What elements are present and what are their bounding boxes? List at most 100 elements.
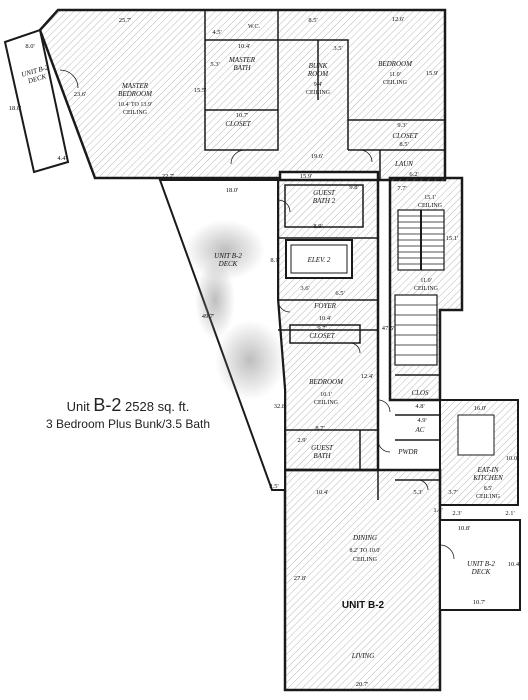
dim-deck-left-w: 8.0' bbox=[25, 43, 34, 50]
unit-prefix: Unit bbox=[66, 399, 90, 414]
dim-ext-22: 22.7' bbox=[162, 173, 175, 180]
laun-label: LAUN bbox=[394, 160, 413, 168]
kitchen-name1: EAT-IN bbox=[477, 466, 499, 474]
deck-left-area bbox=[3, 28, 70, 174]
deck-right-line1: UNIT B-2 bbox=[467, 560, 495, 568]
bedroom-mid-name: BEDROOM bbox=[309, 378, 344, 386]
dim-mid-h: 47.5' bbox=[382, 325, 395, 332]
master-bedroom-name2: BEDROOM bbox=[118, 90, 153, 98]
dim-bedroom-mid-h: 12.4' bbox=[361, 373, 374, 380]
living-label: LIVING bbox=[351, 652, 375, 660]
dim-mid-w: 19.6' bbox=[311, 153, 324, 160]
kitchen-ceiling: CEILING bbox=[476, 494, 501, 500]
dim-closet-mid-w: 9.7' bbox=[317, 325, 326, 332]
bunk-room-size: 9.4' bbox=[314, 82, 323, 88]
dim-gb2-top: 9.8' bbox=[349, 184, 358, 191]
dim-deck-r-h: 10.4' bbox=[508, 561, 521, 568]
dim-mb-w: 10.4' bbox=[238, 43, 251, 50]
dim-living-w: 20.7' bbox=[356, 681, 369, 688]
dim-kitchen-w: 10.0' bbox=[506, 455, 519, 462]
bedroom-top-ceiling: CEILING bbox=[383, 80, 408, 86]
pwdr-label: PWDR bbox=[397, 448, 418, 456]
dim-deck-left-b: 4.4' bbox=[57, 155, 66, 162]
dim-dining-left: 27.8' bbox=[294, 575, 307, 582]
stair-ceiling-size: 15.1' bbox=[424, 195, 436, 201]
dim-kit-b3: 2.3' bbox=[452, 510, 461, 517]
dim-deck-r-b: 10.7' bbox=[473, 599, 486, 606]
dim-elev-h: 8.1' bbox=[270, 257, 279, 264]
deck-right-area bbox=[439, 519, 521, 611]
dim-kitchen-top: 16.0' bbox=[474, 405, 487, 412]
master-bedroom-size: 10.4' TO 13.9' bbox=[118, 102, 152, 108]
master-bath-name1: MASTER bbox=[228, 56, 256, 64]
deck-big-line2: DECK bbox=[218, 260, 238, 268]
dim-wc-w: 4.5' bbox=[212, 29, 221, 36]
dim-gb2-w: 15.9' bbox=[300, 173, 313, 180]
dim-closet-tr2: 8.5' bbox=[399, 141, 408, 148]
dim-deck-r-w: 10.8' bbox=[458, 525, 471, 532]
dim-gb-top: 2.9' bbox=[297, 437, 306, 444]
guest-bath-name2: BATH bbox=[313, 452, 331, 460]
dim-stair-h: 15.1' bbox=[446, 235, 459, 242]
unit-summary-line: Unit B-2 2528 sq. ft. bbox=[28, 395, 228, 416]
dim-stair-w: 7.7' bbox=[397, 185, 406, 192]
unit-description: 3 Bedroom Plus Bunk/3.5 Bath bbox=[45, 417, 211, 431]
closet-top-right-label: CLOSET bbox=[392, 132, 418, 140]
dim-mb-h2: 15.5' bbox=[194, 87, 207, 94]
dim-kit-b: 3.7' bbox=[448, 489, 457, 496]
unit-label: UNIT B-2 bbox=[342, 600, 385, 611]
dining-size: 8.2' TO 10.0' bbox=[350, 548, 381, 554]
unit-area: 2528 sq. ft. bbox=[125, 399, 190, 414]
stair-ceiling-label: CEILING bbox=[418, 203, 443, 209]
bedroom-top-size: 11.0' bbox=[389, 72, 400, 78]
bunk-room-ceiling: CEILING bbox=[306, 90, 331, 96]
closet-mid-label: CLOSET bbox=[309, 332, 335, 340]
dim-elev-w: 3.6' bbox=[300, 285, 309, 292]
ac-label: AC bbox=[415, 426, 425, 434]
kitchen-island bbox=[457, 414, 495, 456]
dim-pwdr-w: 5.3' bbox=[413, 489, 422, 496]
stair-lower-ceiling: CEILING bbox=[414, 286, 439, 292]
stairs bbox=[394, 209, 445, 366]
dim-master-side: 23.6' bbox=[74, 91, 87, 98]
dim-left-long: 32.8' bbox=[274, 403, 287, 410]
master-bath-name2: BATH bbox=[233, 64, 251, 72]
closet-master-label: CLOSET bbox=[225, 120, 251, 128]
unit-code: B-2 bbox=[93, 395, 122, 415]
guest-bath-2-name2: BATH 2 bbox=[313, 197, 336, 205]
bedroom-mid-ceiling: CEILING bbox=[314, 400, 339, 406]
dim-closet-w: 10.7' bbox=[236, 112, 249, 119]
dim-ac-w: 4.9' bbox=[417, 417, 426, 424]
deck-big-area bbox=[158, 179, 286, 491]
dim-top-right: 12.6' bbox=[392, 16, 405, 23]
deck-right-line2: DECK bbox=[471, 568, 491, 576]
kitchen-size: 8.5' bbox=[484, 486, 493, 492]
bedroom-mid-size: 10.1' bbox=[320, 392, 332, 398]
dim-base-left: 2.5' bbox=[269, 483, 278, 490]
bunk-room-name1: BUNK bbox=[309, 62, 328, 70]
dim-ext-18: 18.0' bbox=[226, 187, 239, 194]
dim-bath-b: 10.4' bbox=[316, 489, 329, 496]
dim-bunk-w: 3.5' bbox=[333, 45, 342, 52]
upper-block bbox=[38, 8, 447, 182]
dim-deck-left-h: 18.0' bbox=[9, 105, 22, 112]
dim-kit-b2: 1.4' bbox=[433, 507, 442, 514]
dim-mb-h: 5.3' bbox=[210, 61, 219, 68]
dim-foyer-w: 10.4' bbox=[319, 315, 332, 322]
lower-block bbox=[283, 468, 442, 692]
dim-top-left: 25.7' bbox=[119, 17, 132, 24]
stair-lower-size: 11.0' bbox=[420, 278, 431, 284]
elevator bbox=[285, 239, 353, 279]
dim-kit-b4: 2.1' bbox=[505, 510, 514, 517]
dining-name: DINING bbox=[352, 534, 377, 542]
kitchen-name2: KITCHEN bbox=[472, 474, 503, 482]
master-bedroom-ceiling: CEILING bbox=[123, 110, 148, 116]
door-swings bbox=[59, 69, 455, 560]
dim-clos-w: 4.8' bbox=[415, 403, 424, 410]
guest-bath-name1: GUEST bbox=[311, 444, 334, 452]
elevator-label: ELEV. 2 bbox=[307, 256, 331, 264]
bedroom-top-name: BEDROOM bbox=[378, 60, 413, 68]
dim-elev-b: 6.5' bbox=[335, 290, 344, 297]
